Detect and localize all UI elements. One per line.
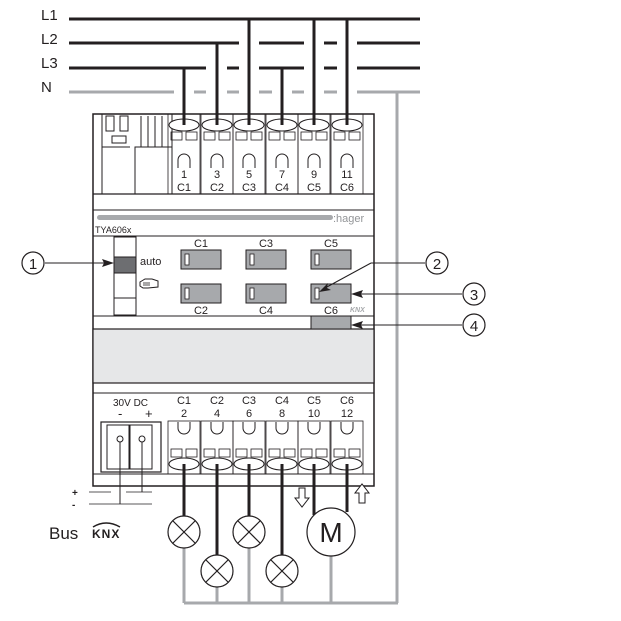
line-label-l1: L1 [41,7,58,24]
bus-minus: - [72,500,75,511]
brand-logo: :hager [333,213,365,225]
terminal-number: 7 [279,169,285,181]
top-terminal-c1: 1C1 [167,113,201,195]
bus-plus: + [72,488,78,499]
terminal-number: 8 [279,408,285,420]
button-label-c2: C2 [194,305,208,317]
button-c6[interactable] [310,283,352,304]
terminal-channel: C2 [210,395,224,407]
terminal-channel: C6 [340,395,354,407]
top-terminal-c3: 5C3 [232,113,266,195]
brand-bar: :hager TYA606x [95,213,365,235]
lamp-load-c3 [232,464,266,603]
terminal-number: 9 [311,169,317,181]
bottom-terminal-c1: C12 [167,395,201,475]
terminal-number: 2 [181,408,187,420]
neutral-return [184,92,399,605]
terminal-channel: C4 [275,182,289,194]
terminal-channel: C1 [177,182,191,194]
top-terminal-c5: 9C5 [297,113,331,195]
power-label: 30V DC [113,398,148,409]
hand-icon [139,278,159,289]
mode-switch[interactable]: auto [113,236,161,316]
terminal-number: 5 [246,169,252,181]
line-label-l3: L3 [41,55,58,72]
power-plus: + [145,406,153,421]
svg-text:1: 1 [29,256,37,273]
status-led [249,253,255,266]
button-c4[interactable] [245,283,287,304]
terminal-channel: C3 [242,395,256,407]
svg-text:2: 2 [433,256,441,273]
motor-load: M [293,464,371,603]
bus-lines: + - Bus KNX [49,488,152,543]
terminal-channel: C5 [307,395,321,407]
lamp-load-c2 [200,464,234,603]
svg-text:3: 3 [470,287,478,304]
terminal-number: 6 [246,408,252,420]
terminal-channel: C1 [177,395,191,407]
button-label-c5: C5 [324,238,338,250]
motor-icon [306,507,356,557]
status-led [184,253,190,266]
terminal-number: 4 [214,408,220,420]
bus-label: Bus [49,524,78,543]
loads: M [167,464,371,603]
terminal-channel: C5 [307,182,321,194]
supply-drops [182,19,349,125]
status-led [184,287,190,300]
terminal-channel: C4 [275,395,289,407]
callout-4: 4 [351,313,486,337]
button-c5[interactable] [310,249,352,270]
terminal-number: 12 [341,408,353,420]
callout-1: 1 [21,251,114,275]
knx-prog-button[interactable] [310,315,352,330]
lamp-load-c4 [265,464,299,603]
terminal-number: 1 [181,169,187,181]
button-c2[interactable] [180,283,222,304]
button-label-c1: C1 [194,238,208,250]
status-led [314,253,320,266]
callout-2: 2 [319,251,449,292]
button-label-c6: C6 [324,305,338,317]
button-c1[interactable] [180,249,222,270]
motor-label: M [319,517,342,548]
model-label: TYA606x [95,225,132,235]
line-label-n: N [41,79,52,96]
status-led [314,287,320,300]
top-terminal-c2: 3C2 [200,113,234,195]
terminal-number: 11 [341,169,352,181]
line-label-l2: L2 [41,31,58,48]
arrow-down-icon [293,487,311,508]
auto-label: auto [140,256,161,268]
arrow-up-icon [353,483,371,504]
button-label-c4: C4 [259,305,273,317]
status-led [249,287,255,300]
knx-device-logo: KNX [350,307,366,314]
terminal-channel: C6 [340,182,354,194]
svg-text:4: 4 [470,318,478,335]
top-terminal-c4: 7C4 [265,113,299,195]
callout-3: 3 [351,282,486,306]
power-connector: 30V DC - + [100,398,162,504]
bottom-terminal-c2: C24 [200,395,234,475]
button-label-c3: C3 [259,238,273,250]
button-c3[interactable] [245,249,287,270]
terminal-channel: C3 [242,182,256,194]
lamp-load-c1 [167,464,201,603]
terminal-number: 10 [308,408,320,420]
terminal-number: 3 [214,169,220,181]
power-minus: - [118,406,122,421]
terminal-channel: C2 [210,182,224,194]
bus-knx-logo: KNX [92,527,120,541]
